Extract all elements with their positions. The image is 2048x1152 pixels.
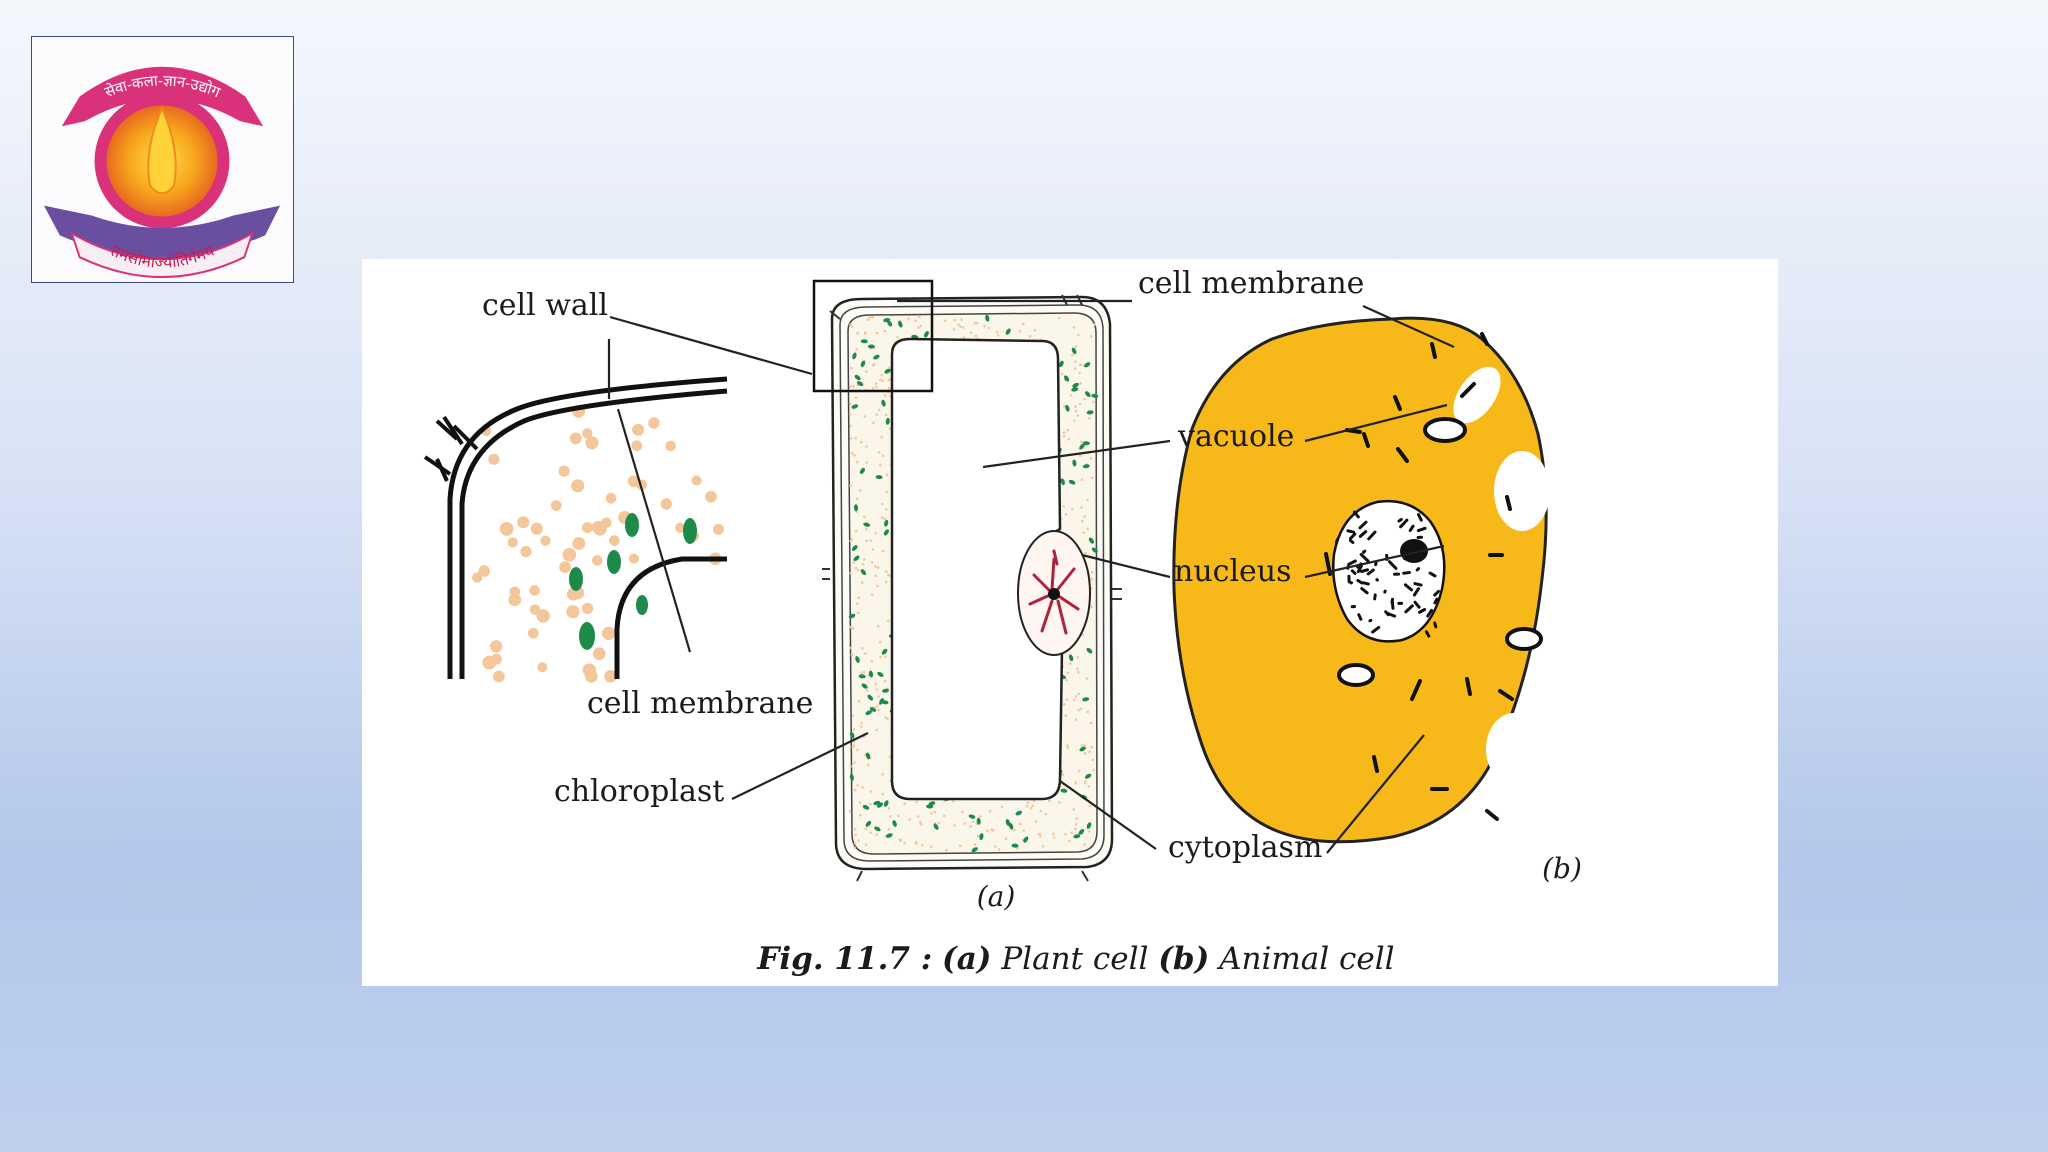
- label-cell-membrane-top: cell membrane: [1138, 266, 1364, 301]
- leader-lines: [607, 299, 1455, 854]
- labels: cell wall cell membrane chloroplast cell…: [482, 266, 1582, 913]
- label-chloroplast: chloroplast: [554, 774, 724, 809]
- lamp-base: [43, 205, 281, 258]
- logo-emblem: सेवा-कला-ज्ञान-उद्योग तमसोमाज्योतिर्गमय: [43, 66, 281, 279]
- plant-cell: [812, 279, 1122, 882]
- figure-caption: Fig. 11.7 : (a) Plant cell (b) Animal ce…: [756, 941, 1394, 977]
- caption-plant: Plant cell: [1000, 941, 1148, 977]
- bottom-ribbon: [69, 231, 255, 279]
- flame-icon: [147, 105, 177, 195]
- label-panel-a: (a): [977, 880, 1016, 913]
- animal-nucleus: [1332, 499, 1446, 643]
- animal-cell: [1172, 316, 1580, 844]
- inset-magnified-corner: [423, 376, 728, 683]
- label-cell-membrane-inset: cell membrane: [587, 686, 813, 721]
- caption-animal: Animal cell: [1216, 941, 1394, 977]
- label-cytoplasm: cytoplasm: [1168, 830, 1322, 865]
- caption-b: (b): [1158, 941, 1209, 977]
- label-vacuole: vacuole: [1177, 419, 1294, 454]
- label-nucleus: nucleus: [1174, 554, 1292, 589]
- vesicles: [1453, 366, 1580, 785]
- school-logo: सेवा-कला-ज्ञान-उद्योग तमसोमाज्योतिर्गमय: [31, 36, 294, 283]
- chromatin: [1028, 549, 1080, 635]
- label-cell-wall: cell wall: [482, 288, 608, 323]
- caption-a: (a): [942, 941, 991, 977]
- cell-diagram: cell wall cell membrane chloroplast cell…: [423, 266, 1582, 977]
- figure-panel: cell wall cell membrane chloroplast cell…: [362, 259, 1778, 986]
- zoom-box: [812, 279, 934, 393]
- label-panel-b: (b): [1542, 852, 1582, 885]
- caption-fig-number: Fig. 11.7 :: [756, 941, 932, 977]
